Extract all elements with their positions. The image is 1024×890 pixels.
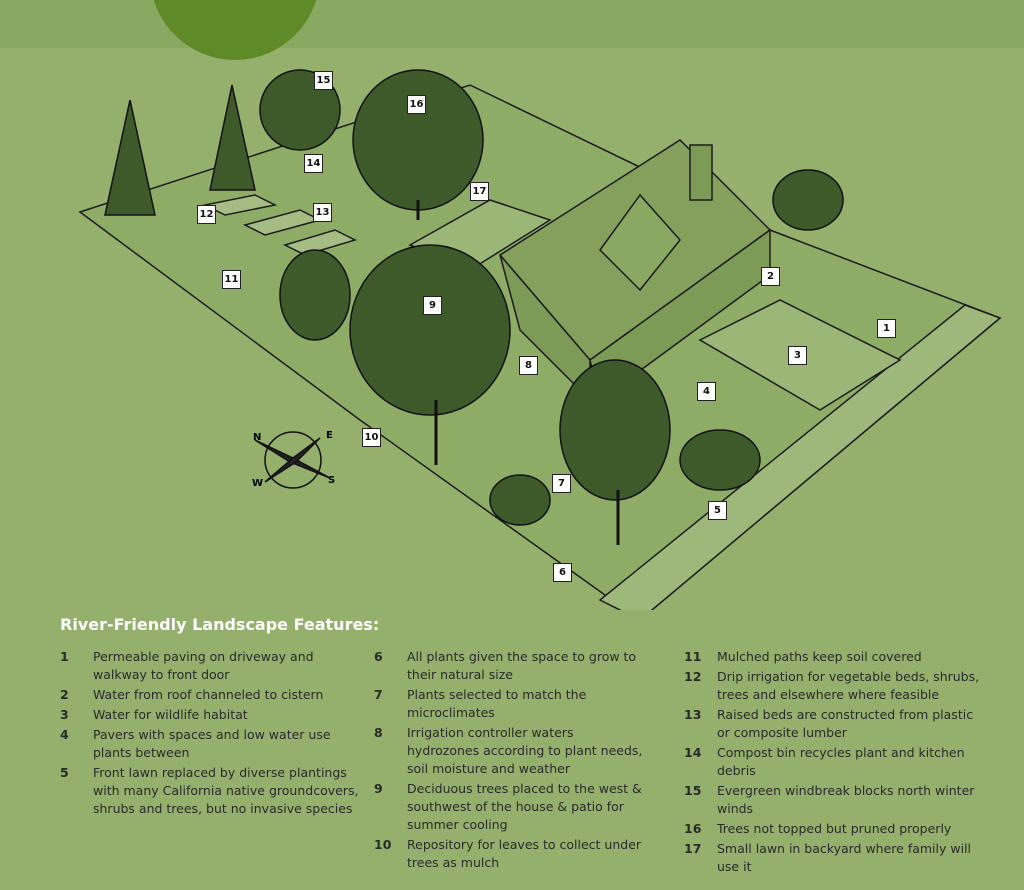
- legend-text: Water from roof channeled to cistern: [93, 687, 324, 702]
- legend-item: 15 Evergreen windbreak blocks north winte…: [684, 782, 984, 818]
- legend-item: 3 Water for wildlife habitat: [60, 706, 360, 724]
- legend-num: 17: [684, 841, 702, 856]
- legend-num: 10: [374, 837, 392, 852]
- legend-num: 15: [684, 783, 702, 798]
- raised-beds: [202, 194, 358, 256]
- landscape-illustration: [78, 69, 1002, 610]
- legend-text: Deciduous trees placed to the west & sou…: [407, 781, 642, 832]
- legend-item: 10 Repository for leaves to collect under…: [374, 836, 649, 872]
- sidewalk: [598, 304, 1002, 610]
- callout-17: 17: [470, 182, 489, 201]
- legend-item: 16 Trees not topped but pruned properly: [684, 820, 984, 838]
- legend-num: 12: [684, 669, 702, 684]
- compass-e-label: E: [326, 430, 333, 441]
- legend-num: 11: [684, 649, 702, 664]
- compass-n-label: N: [253, 432, 262, 443]
- callout-10: 10: [362, 428, 381, 447]
- callout-7: 7: [552, 474, 571, 493]
- legend-text: Compost bin recycles plant and kitchen d…: [717, 745, 965, 778]
- legend-text: Front lawn replaced by diverse plantings…: [93, 765, 359, 816]
- legend-text: Water for wildlife habitat: [93, 707, 248, 722]
- callout-9: 9: [423, 296, 442, 315]
- legend-text: Trees not topped but pruned properly: [717, 821, 952, 836]
- legend-text: Evergreen windbreak blocks north winter …: [717, 783, 975, 816]
- legend-column-1: 1 Permeable paving on driveway and walkwa…: [60, 648, 360, 820]
- legend-text: Small lawn in backyard where family will…: [717, 841, 972, 874]
- legend-text: Pavers with spaces and low water use pla…: [93, 727, 331, 760]
- callout-5: 5: [708, 501, 727, 520]
- legend-item: 17 Small lawn in backyard where family wi…: [684, 840, 984, 876]
- callout-11: 11: [222, 270, 241, 289]
- callout-15: 15: [314, 71, 333, 90]
- legend-item: 11 Mulched paths keep soil covered: [684, 648, 984, 666]
- legend-num: 14: [684, 745, 702, 760]
- legend-item: 4 Pavers with spaces and low water use pl…: [60, 726, 360, 762]
- callout-2: 2: [761, 267, 780, 286]
- legend-text: Irrigation controller waters hydrozones …: [407, 725, 643, 776]
- legend-num: 16: [684, 821, 702, 836]
- legend-num: 6: [374, 649, 383, 664]
- tree-trunks: [416, 200, 620, 545]
- legend-num: 1: [60, 649, 69, 664]
- legend-item: 14 Compost bin recycles plant and kitchen…: [684, 744, 984, 780]
- legend-item: 7 Plants selected to match the microclima…: [374, 686, 649, 722]
- legend-num: 8: [374, 725, 383, 740]
- legend-item: 5 Front lawn replaced by diverse planting…: [60, 764, 360, 818]
- legend-item: 6 All plants given the space to grow to t…: [374, 648, 649, 684]
- legend-text: Repository for leaves to collect under t…: [407, 837, 642, 870]
- legend-item: 9 Deciduous trees placed to the west & so…: [374, 780, 649, 834]
- legend-item: 8 Irrigation controller waters hydrozones…: [374, 724, 649, 778]
- legend-column-2: 6 All plants given the space to grow to t…: [374, 648, 649, 874]
- callout-12: 12: [197, 205, 216, 224]
- legend-num: 13: [684, 707, 702, 722]
- legend-num: 7: [374, 687, 383, 702]
- callout-8: 8: [519, 356, 538, 375]
- compass-w-label: W: [252, 478, 264, 489]
- callout-14: 14: [304, 154, 323, 173]
- legend-item: 2 Water from roof channeled to cistern: [60, 686, 360, 704]
- legend-num: 3: [60, 707, 69, 722]
- legend-text: Raised beds are constructed from plastic…: [717, 707, 974, 740]
- house: [498, 139, 772, 402]
- legend-item: 12 Drip irrigation for vegetable beds, sh…: [684, 668, 984, 704]
- callout-16: 16: [407, 95, 426, 114]
- callout-1: 1: [877, 319, 896, 338]
- legend-text: Drip irrigation for vegetable beds, shru…: [717, 669, 980, 702]
- legend-item: 13 Raised beds are constructed from plast…: [684, 706, 984, 742]
- legend-num: 4: [60, 727, 69, 742]
- legend-text: All plants given the space to grow to th…: [407, 649, 637, 682]
- legend-text: Plants selected to match the microclimat…: [407, 687, 587, 720]
- callout-13: 13: [313, 203, 332, 222]
- legend-item: 1 Permeable paving on driveway and walkwa…: [60, 648, 360, 684]
- legend-num: 9: [374, 781, 383, 796]
- legend-num: 2: [60, 687, 69, 702]
- callout-4: 4: [697, 382, 716, 401]
- legend-text: Permeable paving on driveway and walkway…: [93, 649, 314, 682]
- callout-6: 6: [553, 563, 572, 582]
- legend-title: River-Friendly Landscape Features:: [60, 615, 380, 634]
- trees: [104, 69, 844, 526]
- legend-column-3: 11 Mulched paths keep soil covered 12 Drip…: [684, 648, 984, 878]
- callout-3: 3: [788, 346, 807, 365]
- compass-rose: [254, 431, 331, 489]
- legend-text: Mulched paths keep soil covered: [717, 649, 922, 664]
- compass-s-label: S: [328, 475, 336, 486]
- legend-num: 5: [60, 765, 69, 780]
